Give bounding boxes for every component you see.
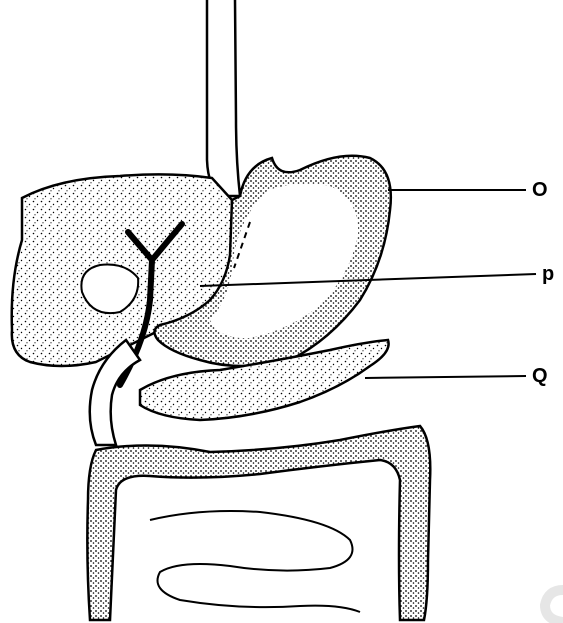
label-o: O (532, 180, 548, 200)
label-q: Q (532, 366, 548, 386)
oesophagus (207, 0, 240, 196)
label-p: p (542, 264, 554, 284)
small-intestine (150, 511, 360, 612)
large-intestine (87, 426, 430, 620)
label-line-q (365, 376, 526, 378)
c-shaped-watermark-icon (545, 590, 563, 622)
